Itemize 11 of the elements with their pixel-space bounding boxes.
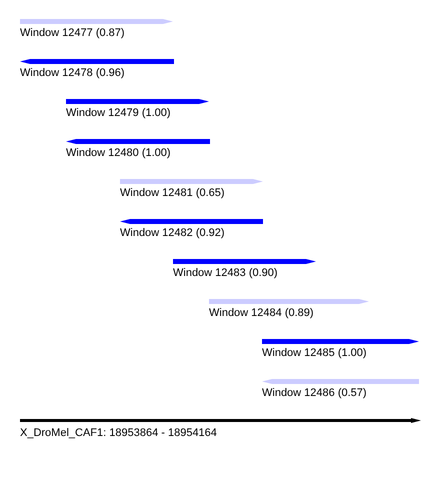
window-label: Window 12479 (1.00) bbox=[66, 107, 171, 120]
window-label: Window 12483 (0.90) bbox=[173, 267, 278, 280]
window-label: Window 12484 (0.89) bbox=[209, 307, 314, 320]
window-label: Window 12485 (1.00) bbox=[262, 347, 367, 360]
window-label: Window 12482 (0.92) bbox=[120, 227, 225, 240]
window-label: Window 12480 (1.00) bbox=[66, 147, 171, 160]
window-label: Window 12486 (0.57) bbox=[262, 387, 367, 400]
window-label: Window 12478 (0.96) bbox=[20, 67, 125, 80]
sequence-range-label: X_DroMel_CAF1: 18953864 - 18954164 bbox=[20, 427, 217, 440]
window-label: Window 12481 (0.65) bbox=[120, 187, 225, 200]
window-label: Window 12477 (0.87) bbox=[20, 27, 125, 40]
